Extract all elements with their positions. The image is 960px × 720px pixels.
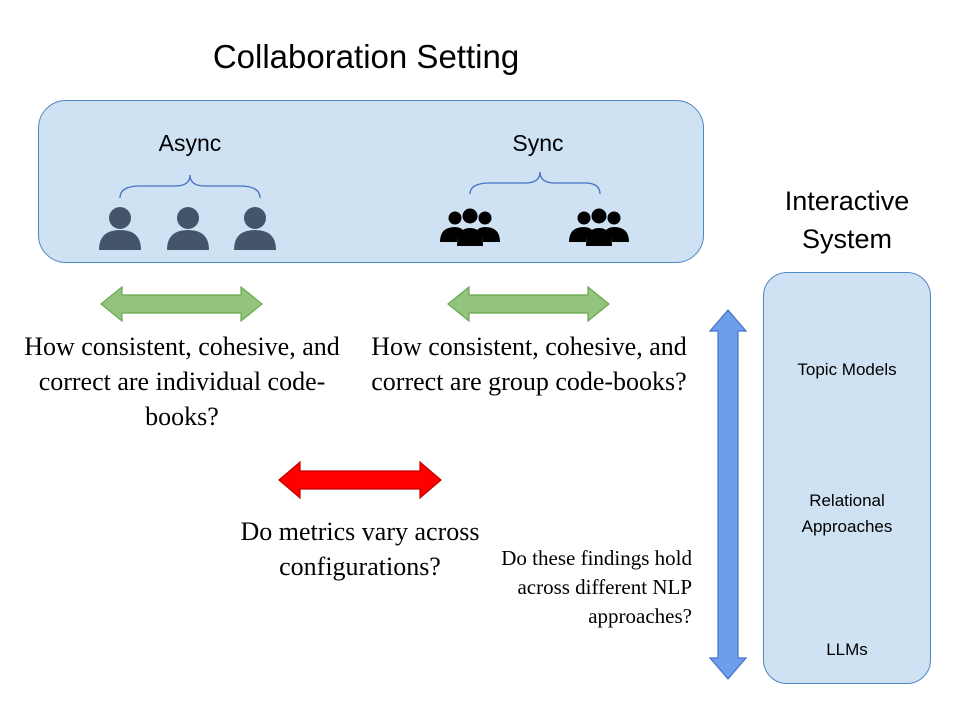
vary-arrow bbox=[278, 460, 442, 500]
sync-label: Sync bbox=[512, 130, 564, 156]
group-question: How consistent, cohesive, and correct ar… bbox=[371, 332, 687, 396]
person-icon bbox=[167, 207, 209, 250]
nlp-question: Do these findings hold across different … bbox=[501, 546, 692, 628]
group-icon bbox=[440, 208, 500, 246]
person-icon bbox=[234, 207, 276, 250]
relational-approaches-label: Relational Approaches bbox=[801, 491, 893, 536]
llms-label: LLMs bbox=[826, 640, 868, 659]
system-title: Interactive System bbox=[784, 186, 910, 254]
individual-question: How consistent, cohesive, and correct ar… bbox=[24, 332, 340, 431]
sync-brace bbox=[469, 171, 601, 195]
interactive-system-box bbox=[763, 272, 931, 684]
person-icon bbox=[99, 207, 141, 250]
diagram-title: Collaboration Setting bbox=[212, 38, 520, 75]
group-icon bbox=[569, 208, 629, 246]
group-arrow bbox=[447, 285, 610, 323]
topic-models-label: Topic Models bbox=[797, 360, 897, 379]
individual-arrow bbox=[100, 285, 263, 323]
async-label: Async bbox=[158, 130, 222, 156]
vary-question: Do metrics vary across configurations? bbox=[240, 517, 480, 581]
async-brace bbox=[119, 174, 261, 199]
nlp-arrow bbox=[708, 309, 748, 680]
